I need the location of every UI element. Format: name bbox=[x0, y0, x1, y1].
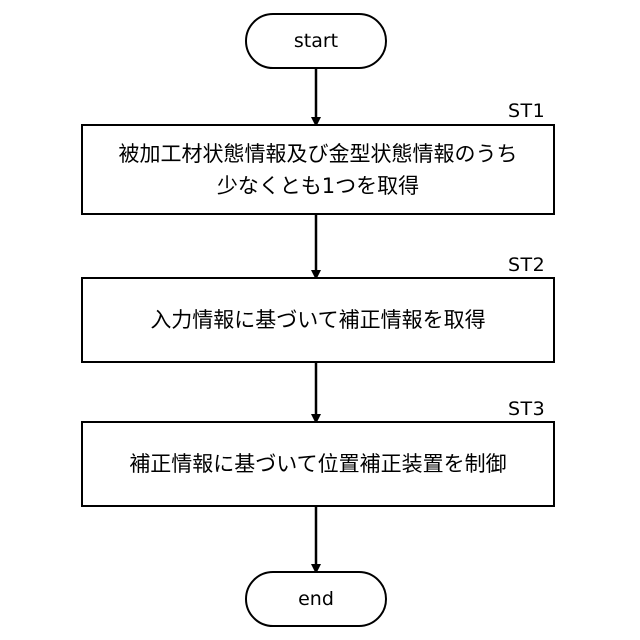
st2-text-line-1: 入力情報に基づいて補正情報を取得 bbox=[150, 304, 485, 336]
end-label: end bbox=[298, 588, 334, 610]
step-id-st3: ST3 bbox=[508, 398, 545, 420]
st1-text-line-2: 少なくとも1つを取得 bbox=[119, 170, 518, 202]
st3-text-line-1: 補正情報に基づいて位置補正装置を制御 bbox=[129, 448, 506, 480]
end-terminal: end bbox=[245, 571, 387, 627]
start-label: start bbox=[294, 30, 338, 52]
process-box-st3: 補正情報に基づいて位置補正装置を制御 bbox=[81, 421, 555, 507]
st1-text-line-1: 被加工材状態情報及び金型状態情報のうち bbox=[119, 138, 518, 170]
process-box-st1: 被加工材状態情報及び金型状態情報のうち 少なくとも1つを取得 bbox=[81, 124, 555, 215]
process-box-st2: 入力情報に基づいて補正情報を取得 bbox=[81, 277, 555, 363]
start-terminal: start bbox=[245, 13, 387, 69]
step-id-st1: ST1 bbox=[508, 100, 545, 122]
step-id-st2: ST2 bbox=[508, 254, 545, 276]
